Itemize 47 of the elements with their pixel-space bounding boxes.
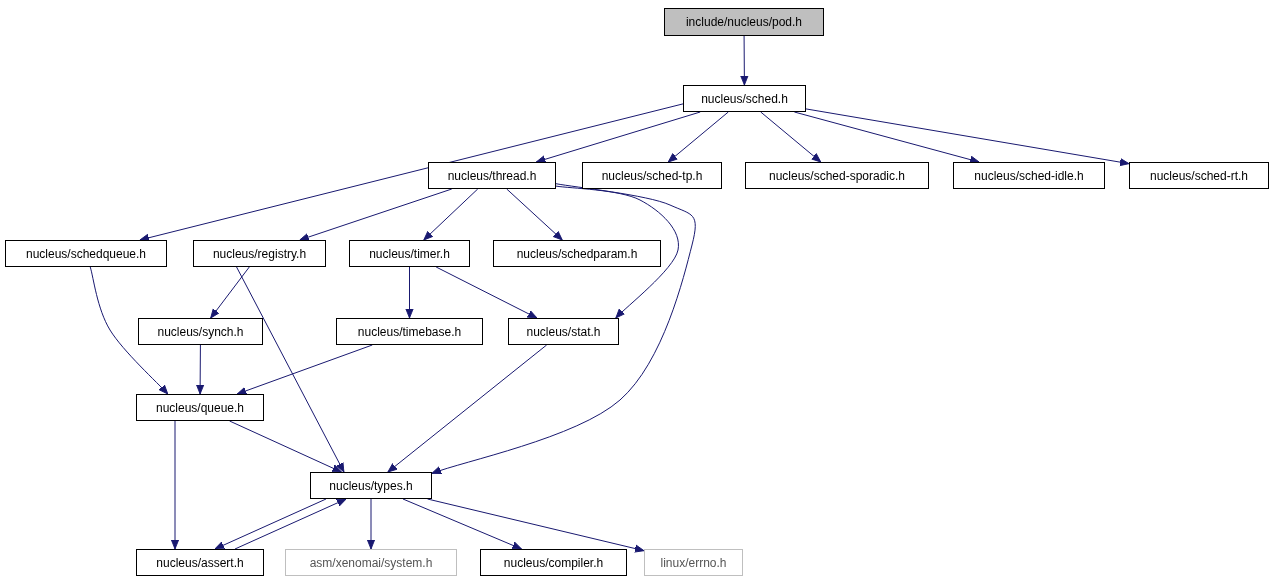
file-box: nucleus/thread.h (428, 162, 556, 189)
arrow (667, 111, 729, 163)
arrow (435, 266, 538, 319)
file-box: nucleus/schedqueue.h (5, 240, 167, 267)
arrow (210, 266, 250, 319)
arrow (535, 111, 701, 164)
arrow (555, 185, 679, 319)
arrow (366, 498, 376, 550)
file-box: include/nucleus/pod.h (664, 8, 824, 36)
file-box: nucleus/timer.h (349, 240, 470, 267)
arrow (793, 111, 980, 164)
arrow (214, 498, 327, 550)
arrow (236, 344, 373, 395)
arrow (234, 498, 347, 550)
file-box: nucleus/stat.h (508, 318, 619, 345)
file-box: nucleus/types.h (310, 472, 432, 499)
arrow (427, 498, 645, 553)
arrow (405, 266, 414, 319)
file-box: asm/xenomai/system.h (285, 549, 457, 576)
arrow (431, 183, 696, 475)
arrow (805, 108, 1130, 167)
arrow (402, 498, 522, 550)
file-box: linux/errno.h (644, 549, 743, 576)
file-box: nucleus/sched-sporadic.h (745, 162, 929, 189)
arrow (423, 188, 479, 241)
file-box: nucleus/sched-rt.h (1129, 162, 1269, 189)
arrow (170, 420, 180, 550)
arrow (229, 420, 342, 473)
file-box: nucleus/sched-idle.h (953, 162, 1105, 189)
arrow (760, 111, 822, 163)
arrow (299, 188, 453, 241)
arrow (196, 344, 205, 395)
file-box: nucleus/registry.h (193, 240, 326, 267)
file-box: nucleus/sched.h (683, 85, 806, 112)
file-box: nucleus/assert.h (136, 549, 264, 576)
file-box: nucleus/queue.h (136, 394, 264, 421)
arrow (89, 266, 169, 395)
arrow (740, 35, 749, 86)
arrow (387, 344, 548, 473)
file-box: nucleus/sched-tp.h (582, 162, 722, 189)
arrow (506, 188, 563, 241)
arrow (139, 103, 684, 242)
file-box: nucleus/synch.h (138, 318, 263, 345)
file-box: nucleus/schedparam.h (493, 240, 661, 267)
file-box: nucleus/timebase.h (336, 318, 483, 345)
arrow (236, 266, 345, 473)
file-box: nucleus/compiler.h (480, 549, 627, 576)
